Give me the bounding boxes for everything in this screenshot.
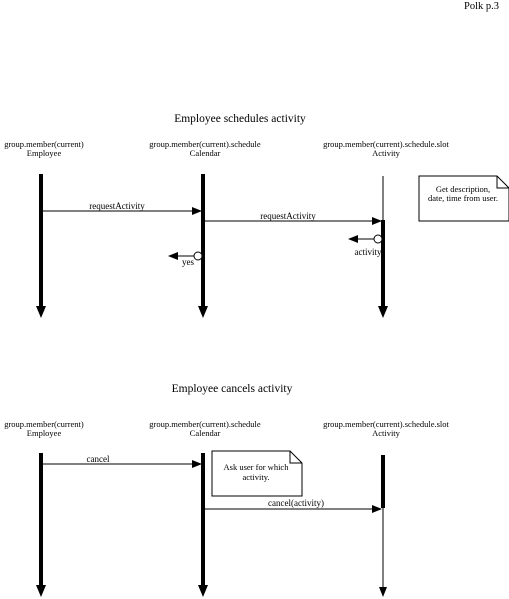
- lifeline-end-arrow: [36, 585, 46, 597]
- diagram-title: Employee schedules activity: [174, 113, 306, 125]
- lifeline-end-arrow: [378, 306, 388, 318]
- return-circle: [373, 234, 383, 244]
- object-employee-path: group.member(current): [4, 419, 84, 429]
- return-circle: [193, 251, 203, 261]
- message-label: requestActivity: [89, 201, 145, 211]
- object-activity-class: Activity: [372, 428, 401, 438]
- return-label: activity: [355, 247, 382, 257]
- lifeline-end-arrow: [36, 306, 46, 318]
- object-employee-class: Employee: [27, 148, 62, 158]
- object-calendar-class: Calendar: [190, 148, 221, 158]
- lifeline-end-arrow: [198, 585, 208, 597]
- object-activity-path: group.member(current).schedule.slot: [323, 419, 449, 429]
- object-employee-path: group.member(current): [4, 139, 84, 149]
- lifeline-end-arrow: [379, 587, 387, 597]
- note-line: activity.: [242, 472, 269, 482]
- diagram-title: Employee cancels activity: [172, 383, 293, 395]
- note-fold: [496, 176, 509, 189]
- message-label: requestActivity: [260, 211, 316, 221]
- object-calendar-path: group.member(current).schedule: [149, 419, 261, 429]
- message-label: cancel(activity): [268, 498, 324, 508]
- diagram-schedules-activity: Employee schedules activity group.member…: [4, 113, 509, 318]
- note-box: [418, 175, 509, 222]
- object-employee-class: Employee: [27, 428, 62, 438]
- object-activity-class: Activity: [372, 148, 401, 158]
- note-line: Ask user for which: [224, 462, 290, 472]
- lifeline-end-arrow: [198, 306, 208, 318]
- note-fold: [289, 451, 302, 464]
- message-label: cancel: [87, 454, 110, 464]
- object-calendar-path: group.member(current).schedule: [149, 139, 261, 149]
- note-line: Get description,: [436, 184, 490, 194]
- return-label: yes: [182, 257, 194, 267]
- object-activity-path: group.member(current).schedule.slot: [323, 139, 449, 149]
- note-box: [211, 450, 303, 497]
- diagram-cancels-activity: Employee cancels activity group.member(c…: [4, 383, 450, 597]
- note-line: date, time from user.: [428, 193, 498, 203]
- object-calendar-class: Calendar: [190, 428, 221, 438]
- page-label: Polk p.3: [464, 1, 499, 12]
